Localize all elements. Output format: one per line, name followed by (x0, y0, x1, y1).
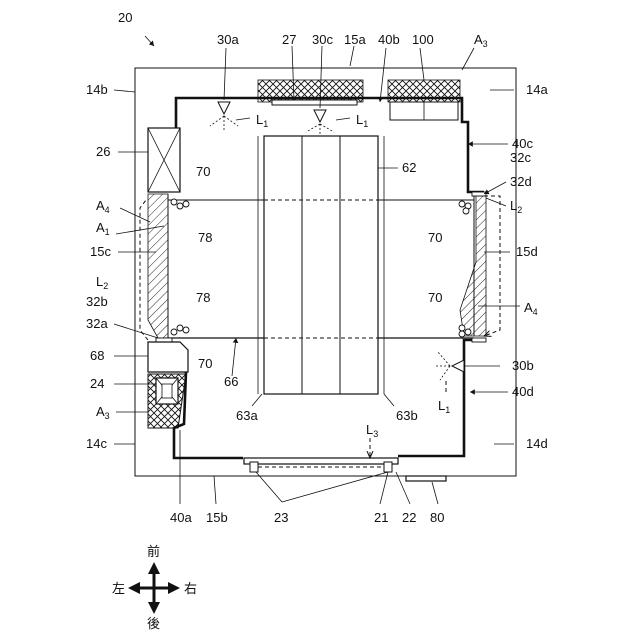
panel-80 (406, 476, 446, 481)
label-a1: A1 (96, 220, 110, 237)
light-rays-30a (210, 116, 238, 130)
label-40b: 40b (378, 32, 400, 47)
label-78-a: 78 (198, 230, 212, 245)
compass-right: 右 (184, 582, 197, 597)
label-a3-left: A3 (96, 404, 110, 421)
label-L1-b: L1 (356, 112, 368, 129)
light-30b (452, 360, 464, 372)
label-32a: 32a (86, 316, 108, 331)
label-24: 24 (90, 376, 104, 391)
object-62 (264, 136, 378, 394)
label-63b: 63b (396, 408, 418, 423)
label-32b: 32b (86, 294, 108, 309)
label-21: 21 (374, 510, 388, 525)
label-15d: 15d (516, 244, 538, 259)
label-L2-left: L2 (96, 274, 108, 291)
label-70-d: 70 (198, 356, 212, 371)
sensor-70-bottom-left (171, 325, 189, 335)
compass-front: 前 (147, 544, 160, 560)
path-L2-left (140, 200, 148, 340)
label-15a: 15a (344, 32, 366, 47)
label-70-c: 70 (428, 290, 442, 305)
compass-left: 左 (112, 582, 125, 597)
label-a4-left: A4 (96, 198, 110, 215)
label-70-a: 70 (196, 164, 210, 179)
label-a4-right: A4 (524, 300, 538, 317)
wall-68 (148, 342, 188, 372)
label-22: 22 (402, 510, 416, 525)
region-a3-top-hatch (388, 80, 460, 102)
label-L3: L3 (366, 422, 378, 439)
direction-compass: 前 後 左 右 (112, 544, 197, 632)
sensor-70-top-right (459, 201, 471, 214)
label-40c: 40c (512, 136, 533, 151)
region-a4-right (460, 196, 486, 336)
label-63a: 63a (236, 408, 258, 423)
label-14d: 14d (526, 436, 548, 451)
label-27: 27 (282, 32, 296, 47)
door-23 (244, 458, 398, 464)
compass-back: 後 (147, 617, 160, 632)
label-L2-right: L2 (510, 198, 522, 215)
label-40a: 40a (170, 510, 192, 525)
region-27-hatch (258, 80, 363, 102)
label-26: 26 (96, 144, 110, 159)
label-62: 62 (402, 160, 416, 175)
label-30c: 30c (312, 32, 333, 47)
label-66: 66 (224, 374, 238, 389)
label-70-b: 70 (428, 230, 442, 245)
label-78-b: 78 (196, 290, 210, 305)
label-a3-top: A3 (474, 32, 488, 49)
label-14a: 14a (526, 82, 548, 97)
label-32d: 32d (510, 174, 532, 189)
label-40d: 40d (512, 384, 534, 399)
bar-27 (272, 100, 357, 105)
region-a4-left (148, 194, 168, 338)
label-30a: 30a (217, 32, 239, 47)
label-L1-a: L1 (256, 112, 268, 129)
label-15b: 15b (206, 510, 228, 525)
light-30c (314, 110, 326, 122)
label-30b: 30b (512, 358, 534, 373)
light-rays-30b (436, 352, 450, 380)
label-80: 80 (430, 510, 444, 525)
label-68: 68 (90, 348, 104, 363)
label-15c: 15c (90, 244, 111, 259)
label-L1-c: L1 (438, 398, 450, 415)
label-23: 23 (274, 510, 288, 525)
label-14b: 14b (86, 82, 108, 97)
light-30a (218, 102, 230, 114)
label-100: 100 (412, 32, 434, 47)
label-32c: 32c (510, 150, 531, 165)
label-ref-20: 20 (118, 10, 132, 25)
label-14c: 14c (86, 436, 107, 451)
